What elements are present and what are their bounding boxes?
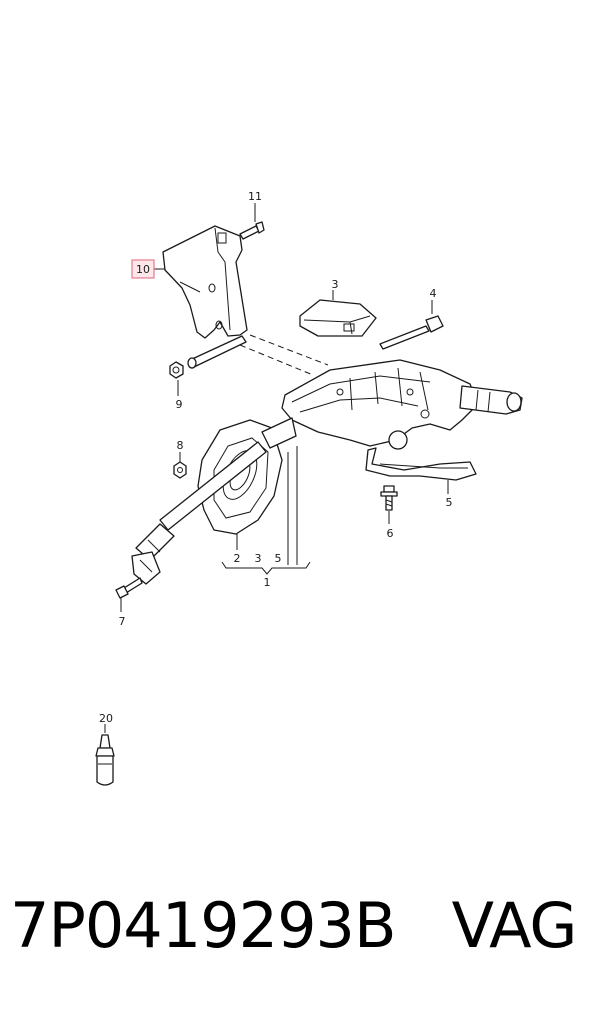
callout-4: 4: [430, 287, 437, 300]
part-number-caption: 7P0419293B VAG: [10, 895, 590, 957]
bolt-part-6: [380, 485, 398, 524]
callout-5-bottom: 5: [275, 552, 282, 565]
caption-spacer: [396, 889, 452, 962]
callout-2: 2: [234, 552, 241, 565]
callout-8: 8: [177, 439, 184, 452]
assembly-bracket-part-1: [221, 446, 311, 575]
callout-6: 6: [387, 527, 394, 540]
long-bolt-part-4: [379, 300, 444, 350]
part-number: 7P0419293B: [10, 889, 396, 962]
callout-10: 10: [136, 263, 150, 276]
callout-7: 7: [119, 615, 126, 628]
release-lever-part-5: [365, 430, 477, 494]
control-unit-part-3: [299, 290, 377, 337]
callout-5-right: 5: [446, 496, 453, 509]
nut-part-9: [169, 361, 184, 396]
bolt-part-7: [115, 577, 143, 612]
adhesive-tube-part-20: [95, 724, 115, 786]
callout-11: 11: [248, 190, 262, 203]
bolt-part-11: [239, 203, 265, 240]
nut-part-8: [173, 452, 187, 479]
callout-3-top: 3: [332, 278, 339, 291]
intermediate-shaft: [131, 417, 297, 585]
callout-20: 20: [99, 712, 113, 725]
callout-9: 9: [176, 398, 183, 411]
callout-3-bottom: 3: [255, 552, 262, 565]
steering-column-assembly: [281, 359, 523, 447]
highlight-box-part-10: [131, 259, 155, 279]
bracket-part-10: [153, 225, 248, 369]
brand-name: VAG: [451, 889, 578, 962]
callout-1: 1: [264, 576, 271, 589]
